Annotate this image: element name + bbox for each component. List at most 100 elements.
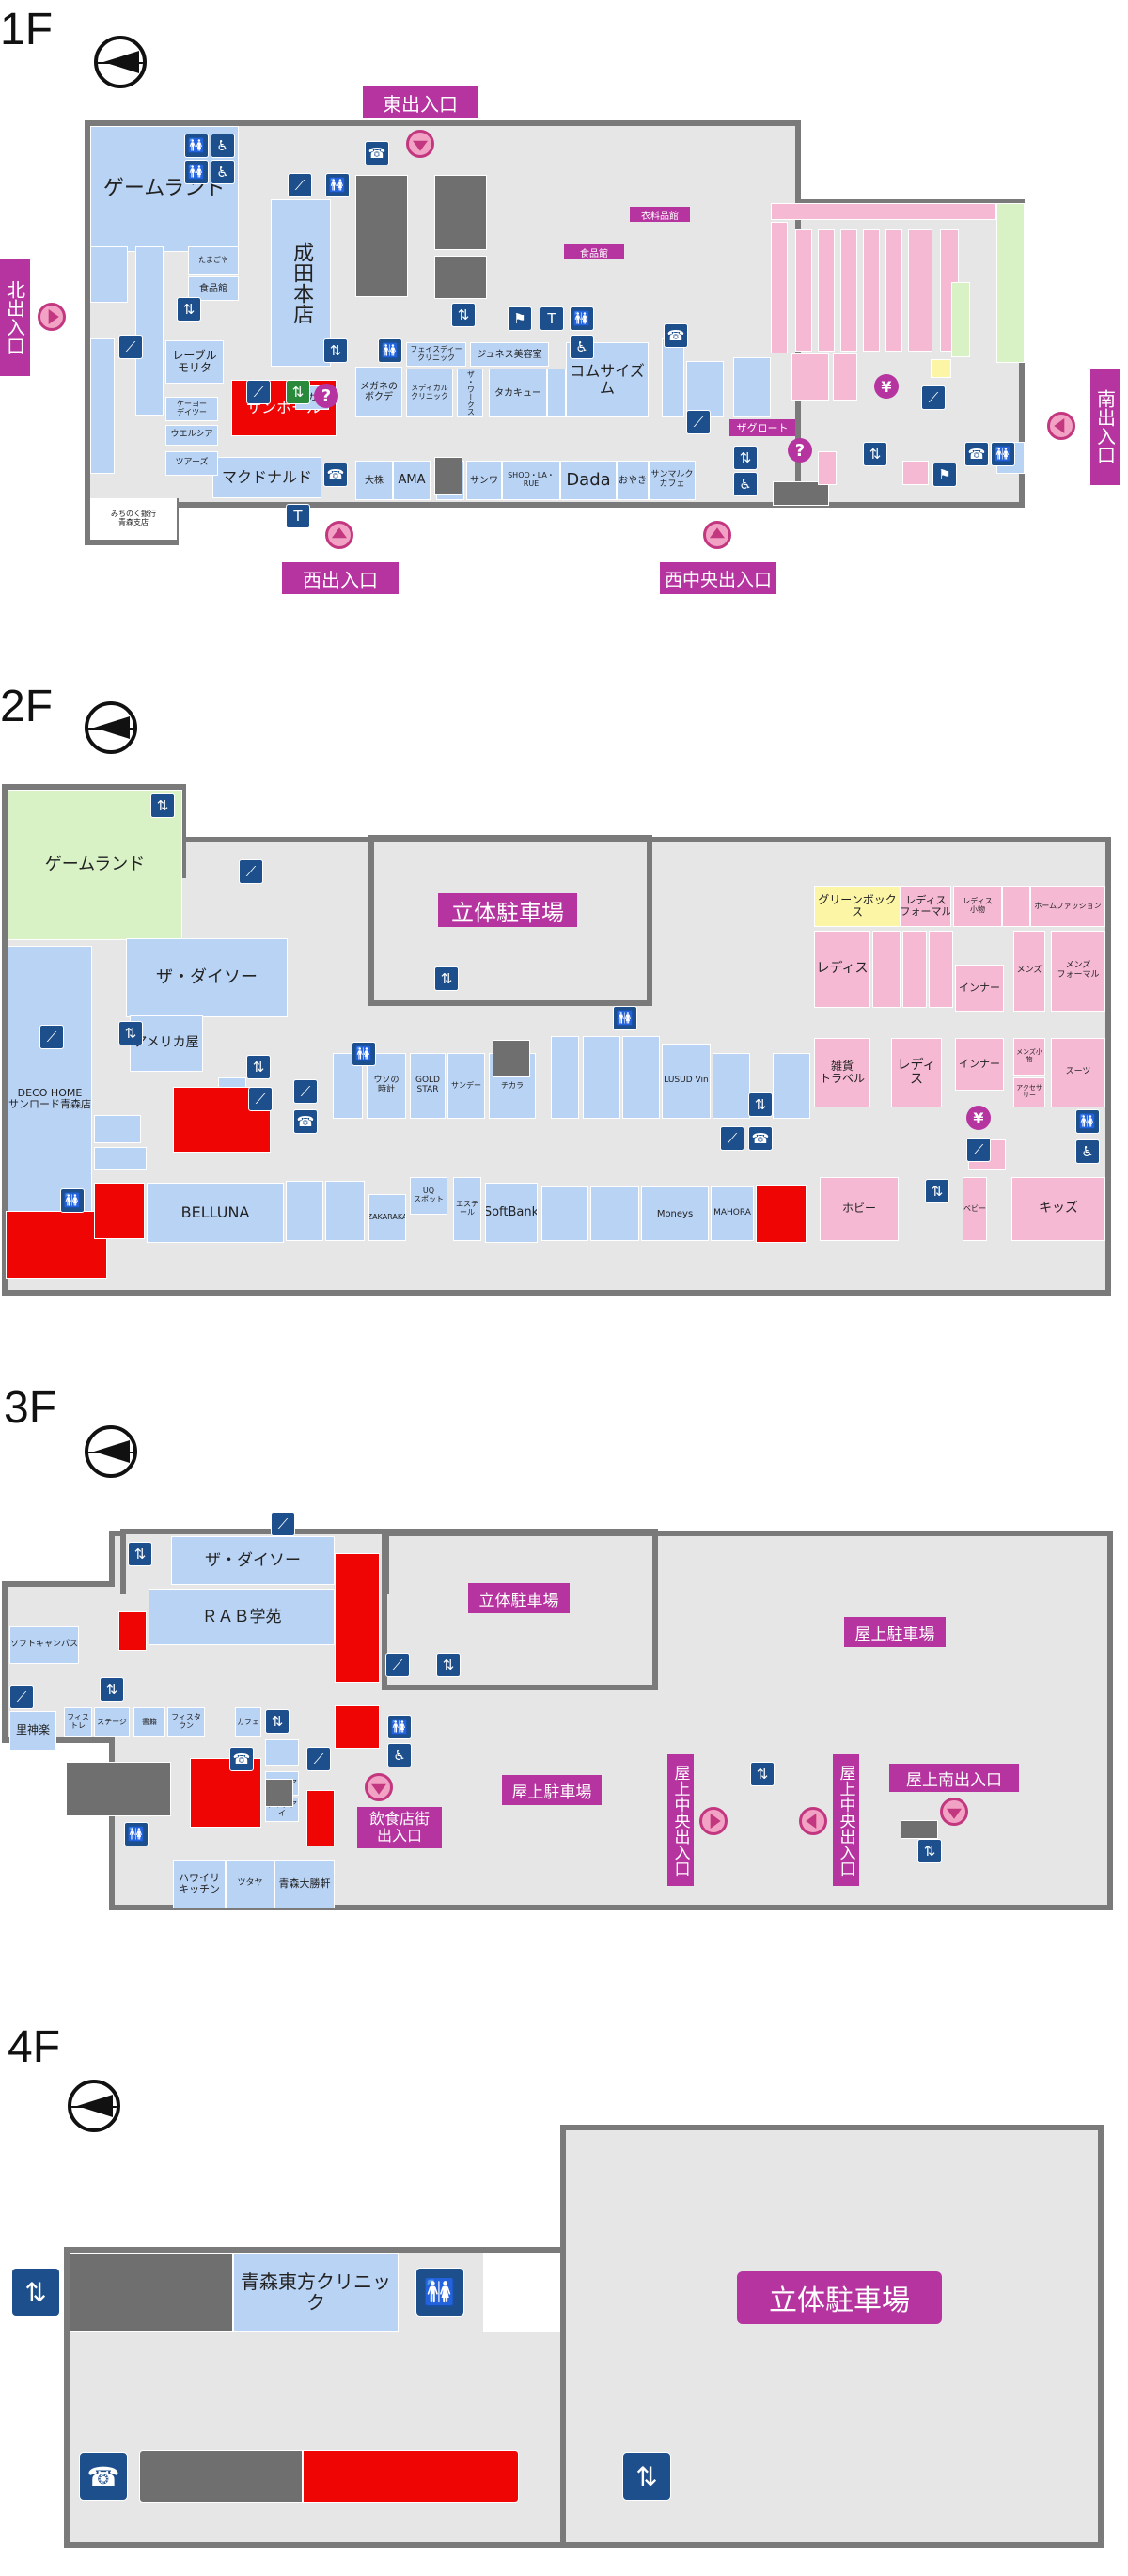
elevator-icon[interactable]: ⇅ xyxy=(434,966,459,991)
elevator-icon[interactable]: ⇅ xyxy=(748,1092,773,1117)
zone-pink-1f-b[interactable] xyxy=(795,229,812,352)
label-roof-center-1[interactable]: 屋上中央出入口 xyxy=(667,1754,694,1886)
store-block-2f-8[interactable] xyxy=(94,1147,147,1170)
store-clinic[interactable]: フェイスディー クリニック xyxy=(406,342,466,367)
escalator-icon[interactable]: ⟋ xyxy=(248,1087,273,1111)
store-daiki[interactable]: 大株 xyxy=(355,461,393,500)
store-kitchen[interactable]: タカキュー xyxy=(489,369,547,417)
atm-icon[interactable]: ¥ xyxy=(966,1106,991,1130)
entrance-south-arrow[interactable] xyxy=(1047,412,1075,440)
restroom-icon[interactable]: 🚻 xyxy=(378,338,402,363)
elevator-icon[interactable]: ⇅ xyxy=(11,2268,60,2317)
elevator-icon[interactable]: ⇅ xyxy=(177,297,201,322)
zone-pink-1f-f[interactable] xyxy=(885,229,902,352)
store-ticket[interactable]: ツアーズ xyxy=(165,451,218,476)
entrance-north-label[interactable]: 北出入口 xyxy=(0,259,30,376)
zone-yellow-1f[interactable] xyxy=(931,359,951,378)
store-gold-star[interactable]: GOLD STAR xyxy=(410,1053,446,1119)
store-sunmarc[interactable]: サンマルク カフェ xyxy=(649,461,696,500)
store-inner-1[interactable]: インナー xyxy=(955,965,1004,1012)
elevator-icon[interactable]: ⇅ xyxy=(436,1653,461,1677)
restroom-icon[interactable]: 🚻 xyxy=(1075,1109,1100,1134)
store-hawaii[interactable]: ハワイリ キッチン xyxy=(173,1860,226,1908)
restroom-icon[interactable]: 🚻 xyxy=(352,1042,376,1066)
phone-icon[interactable]: ☎ xyxy=(293,1109,318,1134)
store-mens-goods[interactable]: メンズ小物 xyxy=(1013,1038,1045,1076)
store-accessory[interactable]: アクセサリー xyxy=(1013,1077,1045,1107)
store-zakaraka[interactable]: ZAKARAKA xyxy=(368,1194,406,1241)
store-block-2f-3[interactable] xyxy=(622,1036,660,1119)
elevator-icon[interactable]: ⇅ xyxy=(622,2452,671,2501)
store-ama[interactable]: AMA xyxy=(393,461,431,500)
atm-icon[interactable]: ¥ xyxy=(874,374,899,399)
store-stage[interactable]: ステージ xyxy=(94,1707,130,1737)
escalator-icon[interactable]: ⟋ xyxy=(9,1685,34,1709)
entrance-east-arrow[interactable] xyxy=(406,130,434,158)
roof-south-arrow[interactable] xyxy=(940,1798,968,1826)
store-moneys[interactable]: Moneys xyxy=(641,1186,709,1241)
store-travel[interactable]: 雑貨 トラベル xyxy=(814,1038,870,1107)
store-block-2f-7[interactable] xyxy=(94,1115,141,1143)
zone-green-1f-b[interactable] xyxy=(951,282,970,357)
zone-pink-1f-a[interactable] xyxy=(771,222,788,353)
store-satomi[interactable]: 里神楽 xyxy=(9,1711,56,1751)
store-kuma[interactable]: サンデー xyxy=(447,1053,485,1119)
store-fitness[interactable]: フィストレ xyxy=(64,1707,92,1737)
escalator-icon[interactable]: ⟋ xyxy=(246,380,271,404)
store-block-2f-5[interactable] xyxy=(773,1053,810,1119)
entrance-west-center-arrow[interactable] xyxy=(703,521,731,549)
accessible-icon[interactable]: ♿ xyxy=(387,1743,412,1767)
store-tenant-3[interactable]: ザ・ワークス xyxy=(457,369,483,417)
store-cafe-3f[interactable]: カフェ xyxy=(235,1707,261,1737)
escalator-icon[interactable]: ⟋ xyxy=(720,1126,744,1151)
escalator-icon[interactable]: ⟋ xyxy=(271,1512,295,1536)
restroom-icon[interactable]: 🚻 xyxy=(387,1715,412,1739)
zone-green-1f[interactable] xyxy=(996,203,1025,363)
accessible-icon[interactable]: ♿ xyxy=(733,472,758,496)
store-narita-honten[interactable]: 成田本店 xyxy=(271,199,331,367)
elevator-icon[interactable]: ⇅ xyxy=(750,1762,775,1786)
label-roof-center-2[interactable]: 屋上中央出入口 xyxy=(833,1754,859,1886)
locker-icon[interactable]: T xyxy=(540,306,564,331)
store-lusud[interactable]: LUSUD Vin xyxy=(662,1044,711,1119)
store-block-2f-p3[interactable] xyxy=(902,931,927,1008)
elevator-icon[interactable]: ⇅ xyxy=(128,1542,152,1566)
phone-icon[interactable]: ☎ xyxy=(79,2452,128,2501)
elevator-icon[interactable]: ⇅ xyxy=(451,303,476,327)
label-food-entrance[interactable]: 飲食店街 出入口 xyxy=(357,1807,442,1848)
elevator-icon[interactable]: ⇅ xyxy=(917,1839,942,1863)
phone-icon[interactable]: ☎ xyxy=(323,463,348,487)
smoking-icon[interactable]: ⚑ xyxy=(508,306,532,331)
zone-pink-1f-i[interactable] xyxy=(791,353,829,401)
escalator-icon[interactable]: ⟋ xyxy=(966,1138,991,1162)
locker-icon[interactable]: ⚑ xyxy=(932,463,957,487)
store-esthe[interactable]: エステール xyxy=(453,1177,481,1241)
restroom-icon[interactable]: 🚻 xyxy=(415,2268,464,2317)
elevator-icon[interactable]: ⇅ xyxy=(323,338,348,363)
store-ladies-2[interactable]: レディス xyxy=(891,1038,942,1107)
store-block-f[interactable] xyxy=(733,357,771,417)
store-block-2f-1[interactable] xyxy=(551,1036,579,1119)
phone-icon[interactable]: ☎ xyxy=(664,323,688,348)
store-mahora[interactable]: MAHORA xyxy=(711,1186,754,1241)
entrance-west-label[interactable]: 西出入口 xyxy=(282,562,399,594)
store-sanwa[interactable]: サンワ xyxy=(466,461,502,500)
phone-icon[interactable]: ☎ xyxy=(365,141,389,165)
escalator-icon[interactable]: ⟋ xyxy=(921,385,946,410)
store-block-3f-1[interactable] xyxy=(265,1739,299,1766)
entrance-east-label[interactable]: 東出入口 xyxy=(363,86,478,118)
zone-pink-1f-d[interactable] xyxy=(840,229,857,352)
store-baby[interactable]: ベビー xyxy=(963,1177,987,1241)
store-ladies-1[interactable]: レディス xyxy=(814,931,870,1008)
zone-pink-1f-j[interactable] xyxy=(833,353,857,401)
store-shop-gear[interactable]: ウエルシア xyxy=(165,425,218,446)
store-inner-2[interactable]: インナー xyxy=(955,1038,1004,1091)
store-block-2f-p4[interactable] xyxy=(929,931,953,1008)
accessible-icon[interactable]: ♿ xyxy=(1075,1139,1100,1164)
store-cosme[interactable]: ケーヨー デイツー xyxy=(165,397,218,421)
escalator-icon[interactable]: ⟋ xyxy=(288,173,312,197)
label-roof-south[interactable]: 屋上南出入口 xyxy=(889,1764,1019,1792)
roof-center-arrow-1[interactable] xyxy=(699,1807,728,1835)
store-mens[interactable]: メンズ xyxy=(1013,931,1045,1012)
store-soft-campus[interactable]: ソフトキャンパス xyxy=(9,1626,79,1664)
